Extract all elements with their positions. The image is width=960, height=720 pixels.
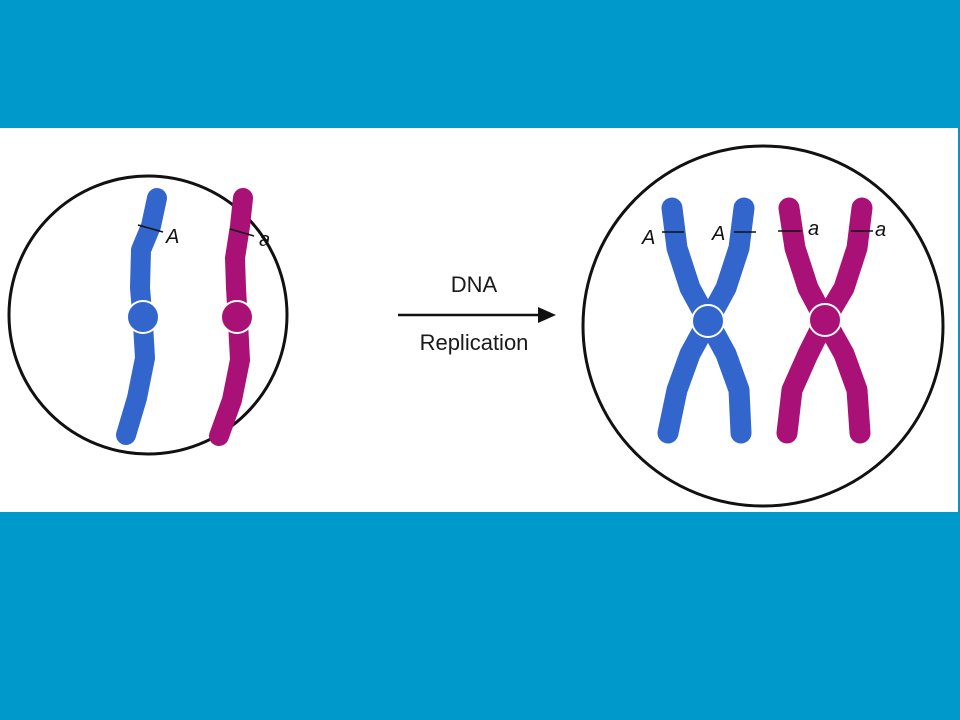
maternal-chromosome: A [116, 188, 179, 445]
replication-arrow: DNA Replication [398, 272, 556, 355]
maternal-replicated: A A [641, 197, 756, 444]
cell-membrane-right [581, 144, 945, 508]
paternal-chromosome: a [209, 188, 270, 446]
cell-before-replication: A a [7, 174, 289, 456]
allele-label: a [259, 229, 270, 251]
maternal-centromere [126, 300, 160, 334]
paternal-replicated: a a [776, 197, 886, 444]
allele-label: A [641, 227, 655, 249]
paternal-centromere [808, 303, 842, 337]
maternal-centromere [691, 304, 725, 338]
arrow-label-bottom: Replication [420, 330, 529, 355]
paternal-centromere [220, 300, 254, 334]
allele-locus-mark [229, 228, 255, 237]
diagram-panel: A a DNA Replication [0, 128, 958, 512]
allele-locus-mark [137, 224, 164, 233]
replication-diagram: A a DNA Replication [7, 144, 945, 508]
allele-label: A [711, 223, 725, 245]
arrow-head-icon [538, 307, 556, 323]
arrow-label-top: DNA [451, 272, 498, 297]
allele-label: A [165, 226, 179, 248]
allele-label: a [875, 219, 886, 241]
cell-after-replication: A A a a [581, 144, 945, 508]
allele-label: a [808, 218, 819, 240]
